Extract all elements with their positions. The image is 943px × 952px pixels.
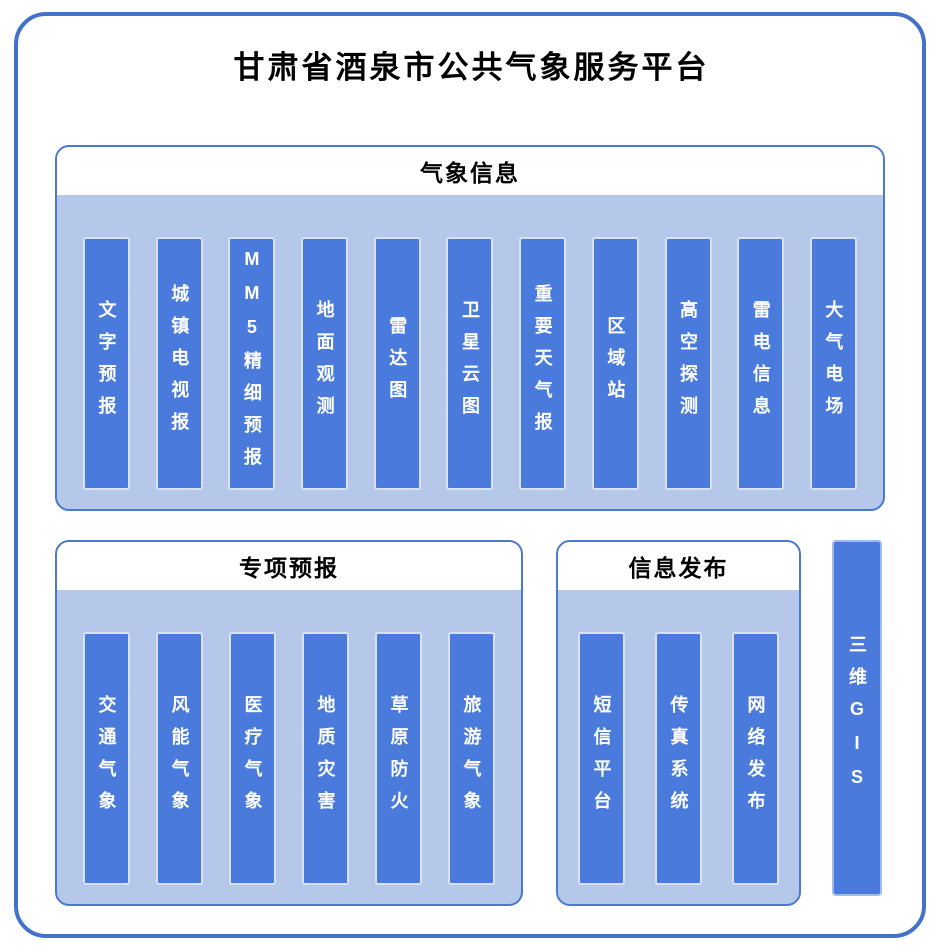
gis-bar: 三维GIS (832, 540, 882, 896)
weather-info-bar: 文字预报 (83, 237, 130, 490)
weather-info-bar-label: 文字预报 (96, 299, 117, 428)
section-weather-info-body: 文字预报 城镇电视报 MM5精细预报 地面观测 雷达图 卫星云图 重要天气报 区… (57, 195, 883, 509)
section-special-forecast-body: 交通气象 风能气象 医疗气象 地质灾害 草原防火 旅游气象 (57, 590, 521, 904)
weather-info-bar: MM5精细预报 (228, 237, 276, 490)
weather-info-bar-label: 区域站 (605, 315, 626, 412)
special-forecast-bar: 风能气象 (156, 632, 203, 885)
special-forecast-bar-label: 交通气象 (96, 694, 117, 823)
special-forecast-bar: 草原防火 (375, 632, 422, 885)
special-forecast-bar-label: 草原防火 (388, 694, 409, 823)
section-special-forecast-title: 专项预报 (57, 542, 521, 590)
section-info-release-body: 短信平台 传真系统 网络发布 (558, 590, 799, 904)
info-release-bar-label: 网络发布 (745, 694, 766, 823)
info-release-bar-label: 短信平台 (591, 694, 612, 823)
weather-info-bar-label: 雷电信息 (750, 299, 771, 428)
weather-info-bar-label: 卫星云图 (459, 299, 480, 428)
weather-info-bar-label: 城镇电视报 (169, 283, 190, 444)
weather-info-bar: 雷电信息 (737, 237, 785, 490)
weather-info-bar: 城镇电视报 (155, 237, 203, 490)
gis-bar-label: 三维GIS (847, 635, 867, 801)
section-weather-info-title: 气象信息 (57, 147, 883, 195)
weather-info-bar: 雷达图 (373, 237, 421, 490)
weather-info-bar: 大气电场 (809, 237, 857, 490)
info-release-bar: 传真系统 (655, 632, 702, 885)
weather-info-bar-label: 大气电场 (823, 299, 844, 428)
weather-info-bar: 高空探测 (664, 237, 712, 490)
special-forecast-bar: 医疗气象 (229, 632, 276, 885)
info-release-bar-label: 传真系统 (668, 694, 689, 823)
weather-info-bar-label: MM5精细预报 (241, 248, 262, 479)
weather-info-bar-label: 重要天气报 (532, 283, 553, 444)
special-forecast-bar-label: 旅游气象 (461, 694, 482, 823)
weather-info-bar-label: 高空探测 (678, 299, 698, 428)
weather-info-bar: 卫星云图 (446, 237, 494, 490)
section-weather-info: 气象信息 文字预报 城镇电视报 MM5精细预报 地面观测 雷达图 卫星云图 重要… (55, 145, 885, 511)
special-forecast-bar-label: 地质灾害 (315, 694, 336, 823)
page-title: 甘肃省酒泉市公共气象服务平台 (233, 50, 710, 85)
special-forecast-bar-label: 医疗气象 (242, 694, 263, 823)
special-forecast-bar: 旅游气象 (448, 632, 495, 885)
section-special-forecast: 专项预报 交通气象 风能气象 医疗气象 地质灾害 草原防火 旅游气象 (55, 540, 523, 906)
weather-info-bar: 重要天气报 (519, 237, 567, 490)
special-forecast-bar: 交通气象 (83, 632, 130, 885)
special-forecast-bar: 地质灾害 (302, 632, 349, 885)
section-info-release: 信息发布 短信平台 传真系统 网络发布 (556, 540, 801, 906)
info-release-bar: 短信平台 (578, 632, 625, 885)
weather-info-bar-label: 雷达图 (387, 315, 408, 412)
weather-info-bar: 地面观测 (301, 237, 349, 490)
special-forecast-bar-label: 风能气象 (169, 694, 190, 823)
section-info-release-title: 信息发布 (558, 542, 799, 590)
info-release-bar: 网络发布 (732, 632, 779, 885)
weather-info-bar-label: 地面观测 (314, 299, 335, 428)
weather-info-bar: 区域站 (591, 237, 639, 490)
